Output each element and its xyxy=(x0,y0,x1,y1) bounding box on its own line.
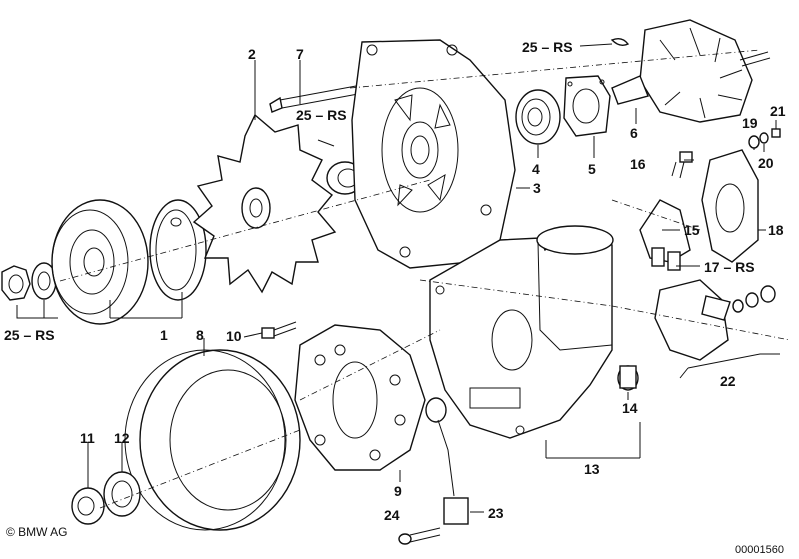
label-8: 8 xyxy=(196,327,204,343)
label-25-rs-middle: 25 – RS xyxy=(296,107,347,123)
capacitor-part xyxy=(425,397,469,525)
label-21: 21 xyxy=(770,103,786,119)
label-16: 16 xyxy=(630,156,646,172)
sleeve-part xyxy=(617,365,639,391)
rectifier-part xyxy=(294,324,426,471)
nut-part xyxy=(760,285,776,303)
drive-end-housing-part xyxy=(351,39,516,269)
nut-21-part xyxy=(771,128,781,138)
diagram-id: 00001560 xyxy=(735,544,784,556)
label-14: 14 xyxy=(622,400,638,416)
label-22: 22 xyxy=(720,373,736,389)
fan-part xyxy=(192,113,337,294)
label-17-rs: 17 – RS xyxy=(704,259,755,275)
washer-part xyxy=(732,299,744,313)
label-1: 1 xyxy=(160,327,168,343)
brush-holder-part xyxy=(639,199,691,271)
cover-plate-part xyxy=(701,149,759,263)
label-18: 18 xyxy=(768,222,784,238)
label-6: 6 xyxy=(630,125,638,141)
washer-20-part xyxy=(759,132,769,144)
label-15: 15 xyxy=(684,222,700,238)
washer-19-part xyxy=(748,135,760,149)
copyright-text: © BMW AG xyxy=(6,525,68,539)
slip-ring-end-housing-part xyxy=(429,225,614,439)
bearing-part xyxy=(515,89,561,145)
nut-part xyxy=(1,265,31,301)
label-13: 13 xyxy=(584,461,600,477)
label-19: 19 xyxy=(742,115,758,131)
key-part xyxy=(610,37,630,47)
screw-part xyxy=(671,151,693,179)
leader-lines xyxy=(16,43,780,513)
stator-part xyxy=(124,349,301,531)
pulley-part xyxy=(51,199,149,325)
label-25-rs-top: 25 – RS xyxy=(522,39,573,55)
washer-part xyxy=(745,292,759,308)
washer-part xyxy=(31,262,57,300)
label-12: 12 xyxy=(114,430,130,446)
label-24: 24 xyxy=(384,507,400,523)
bearing-plate-part xyxy=(563,75,611,137)
label-3: 3 xyxy=(533,180,541,196)
label-20: 20 xyxy=(758,155,774,171)
label-25-rs-left: 25 – RS xyxy=(4,327,55,343)
label-7: 7 xyxy=(296,46,304,62)
label-2: 2 xyxy=(248,46,256,62)
rotor-part xyxy=(611,19,771,123)
screw-10-part xyxy=(261,321,297,339)
screw-24-part xyxy=(398,527,441,545)
ring-12-part xyxy=(103,471,141,517)
label-9: 9 xyxy=(394,483,402,499)
bearing-11-part xyxy=(71,487,105,525)
assembly-lines xyxy=(59,49,791,509)
spacer-ring-part xyxy=(149,199,207,301)
label-23: 23 xyxy=(488,505,504,521)
voltage-regulator-part xyxy=(654,279,731,361)
label-5: 5 xyxy=(588,161,596,177)
label-11: 11 xyxy=(80,430,95,446)
label-10: 10 xyxy=(226,328,242,344)
label-4: 4 xyxy=(532,161,540,177)
